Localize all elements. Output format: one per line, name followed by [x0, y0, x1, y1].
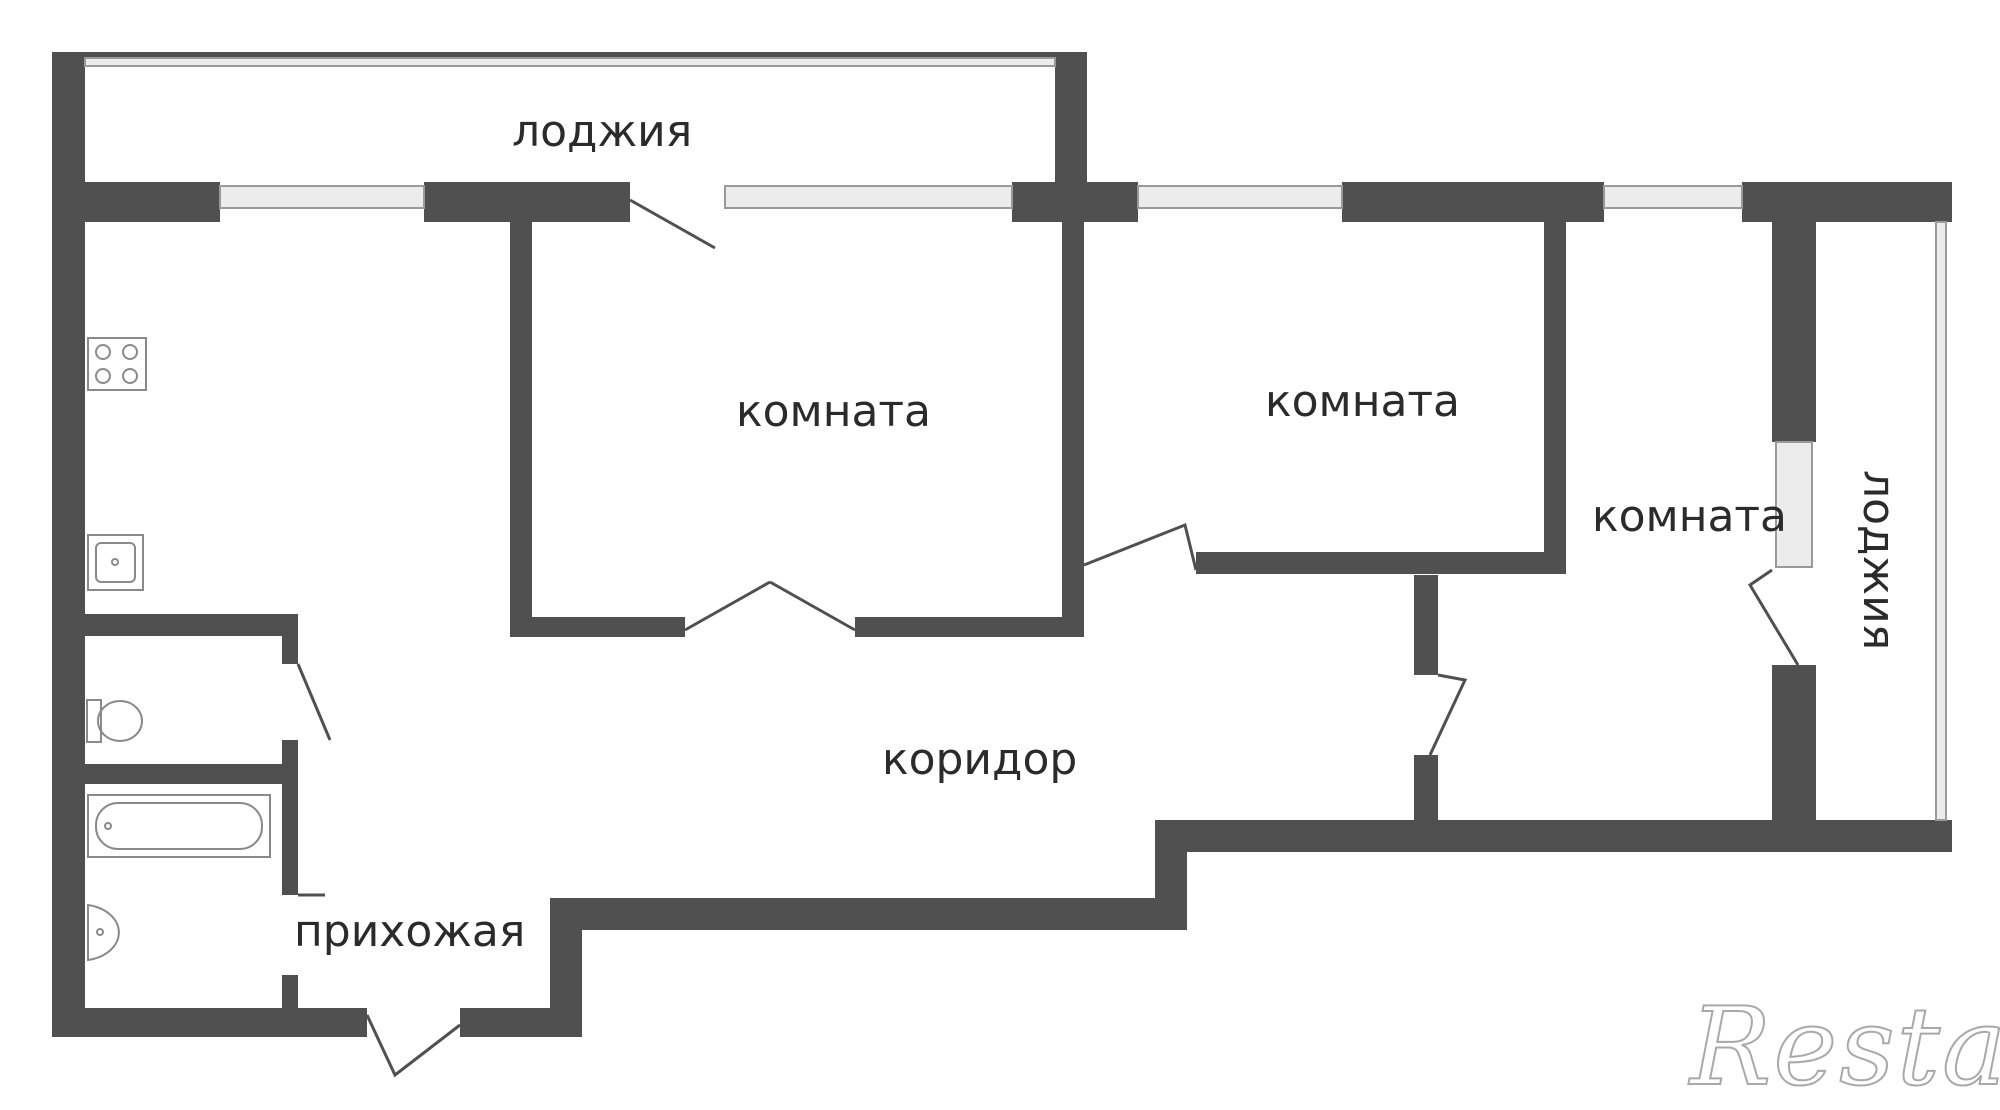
- label-hall: прихожая: [294, 906, 526, 957]
- sink-icon: [87, 534, 144, 591]
- label-corridor: коридор: [882, 734, 1078, 785]
- washbasin-icon: [87, 903, 120, 962]
- toilet-icon: [86, 699, 143, 743]
- bathtub-icon: [87, 794, 271, 858]
- doors: [296, 198, 1800, 1078]
- watermark-logo: Restate: [1689, 984, 2000, 1110]
- label-loggia-right: лоджия: [1853, 470, 1904, 651]
- label-loggia-top: лоджия: [512, 106, 693, 157]
- windows: [84, 57, 1947, 821]
- walls: [52, 52, 1952, 1037]
- stove-icon: [87, 337, 147, 391]
- label-room-3: комната: [1592, 491, 1788, 542]
- label-room-2: комната: [1265, 376, 1461, 427]
- label-room-1: комната: [736, 386, 932, 437]
